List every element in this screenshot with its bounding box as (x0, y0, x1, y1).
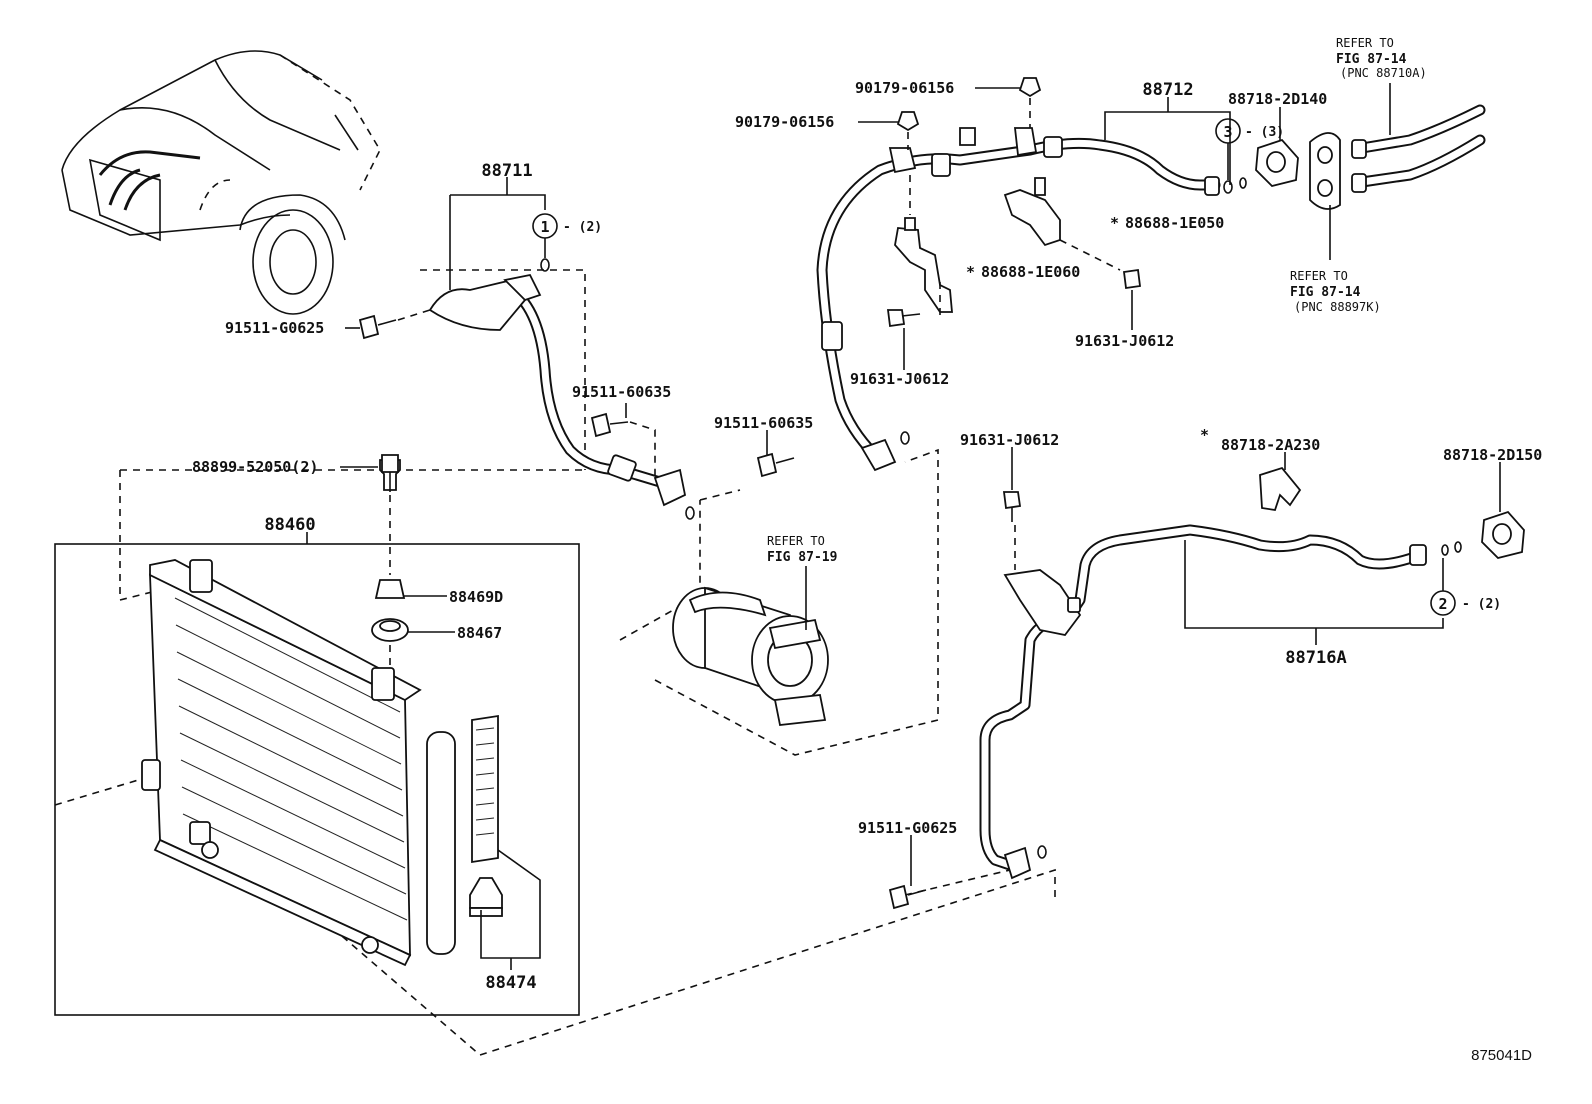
fitting-88718-2d140 (1255, 138, 1299, 187)
flange-plate (1309, 132, 1341, 210)
bolt-88899-52050 (381, 454, 399, 492)
evaporator-pipes (1351, 104, 1486, 193)
label-88474: 88474 (485, 973, 536, 993)
svg-text:FIG 87-14: FIG 87-14 (1290, 285, 1361, 300)
bolt-91631-c (1002, 491, 1022, 522)
callout-2: 2 - (2) (1430, 590, 1501, 616)
refer-fig-87-19: REFER TO FIG 87-19 (767, 534, 837, 565)
fitting-88718-2d150 (1481, 510, 1525, 559)
svg-text:(PNC 88897K): (PNC 88897K) (1294, 300, 1381, 314)
label-88716a: 88716A (1285, 648, 1346, 668)
label-88899-52050: 88899-52050(2) (192, 458, 318, 476)
mount-cushion (371, 459, 409, 668)
bolt-91511-g0625-top (358, 314, 397, 340)
refer-fig-87-14-a: REFER TO FIG 87-14 (PNC 88710A) (1336, 36, 1427, 80)
bolt-91511-60635-b (756, 452, 795, 478)
label-88712: 88712 (1142, 80, 1193, 100)
label-91511-g0625-top: 91511-G0625 (225, 319, 324, 337)
label-88460: 88460 (264, 515, 315, 535)
label-88467: 88467 (457, 624, 502, 642)
callout-2-number: 2 (1438, 595, 1447, 613)
bolt-91631-b (1122, 268, 1142, 290)
asterisk-1e060: * (966, 263, 975, 281)
label-88711: 88711 (481, 161, 532, 181)
callout-1-qty: - (2) (563, 220, 602, 235)
nut-90179-a (1018, 77, 1042, 98)
refer-fig-87-14-b: REFER TO FIG 87-14 (PNC 88897K) (1290, 269, 1381, 314)
asterisk-1e050: * (1110, 214, 1119, 232)
discharge-hose-88711 (428, 273, 687, 507)
svg-text:FIG 87-14: FIG 87-14 (1336, 52, 1407, 67)
svg-text:REFER TO: REFER TO (1336, 36, 1394, 50)
bracket-88688-1e060 (894, 217, 953, 313)
bolt-91511-60635-a (590, 412, 629, 438)
suction-hose-88712 (816, 127, 1221, 472)
label-91511-g0625-bot: 91511-G0625 (858, 819, 957, 837)
label-91631-j0612-c: 91631-J0612 (960, 431, 1059, 449)
callout-3-qty: - (3) (1245, 125, 1284, 140)
callout-3-number: 3 (1223, 123, 1232, 141)
label-88718-2d150: 88718-2D150 (1443, 446, 1542, 464)
bracket-88688-1e050 (1003, 177, 1061, 247)
label-88718-2d140: 88718-2D140 (1228, 90, 1327, 108)
label-91511-60635-a: 91511-60635 (572, 383, 671, 401)
label-91511-60635-b: 91511-60635 (714, 414, 813, 432)
liquid-pipe-88716a (979, 524, 1427, 880)
nut-90179-b (896, 111, 920, 132)
diagram-id: 875041D (1471, 1047, 1532, 1064)
asterisk-2a230: * (1200, 426, 1209, 444)
label-90179-06156-b: 90179-06156 (735, 113, 834, 131)
svg-text:(PNC 88710A): (PNC 88710A) (1340, 66, 1427, 80)
label-88469d: 88469D (449, 588, 503, 606)
label-88688-1e050: 88688-1E050 (1125, 214, 1224, 232)
label-88718-2a230: 88718-2A230 (1221, 436, 1320, 454)
svg-text:REFER TO: REFER TO (767, 534, 825, 548)
vehicle-outline (61, 50, 381, 315)
bolt-91511-g0625-bot (888, 884, 927, 910)
condenser (141, 559, 503, 967)
svg-text:FIG 87-19: FIG 87-19 (767, 550, 837, 565)
callout-1: 1 - (2) (532, 213, 602, 239)
callout-1-number: 1 (540, 218, 549, 236)
label-91631-j0612-a: 91631-J0612 (850, 370, 949, 388)
callout-3: 3 - (3) (1215, 118, 1284, 144)
label-91631-j0612-b: 91631-J0612 (1075, 332, 1174, 350)
label-90179-06156-a: 90179-06156 (855, 79, 954, 97)
label-88688-1e060: 88688-1E060 (981, 263, 1080, 281)
condenser-frame (54, 543, 580, 1016)
callout-2-qty: - (2) (1462, 597, 1501, 612)
svg-text:REFER TO: REFER TO (1290, 269, 1348, 283)
compressor (672, 586, 829, 726)
clamp-88718-2a230 (1259, 466, 1302, 512)
bolt-91631-a (886, 309, 921, 328)
